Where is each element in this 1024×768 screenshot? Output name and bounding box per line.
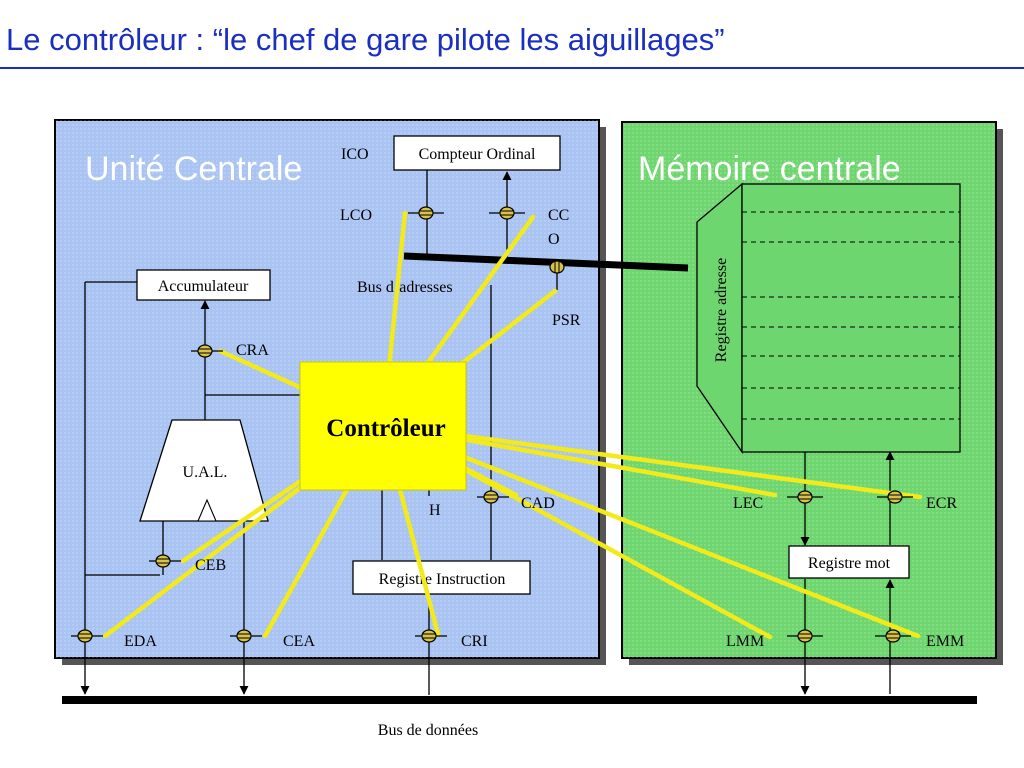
signal-lec: LEC [733,495,763,512]
cpu-title: Unité Centrale [85,150,302,188]
switch-cco [489,206,525,220]
controller-box [299,361,467,491]
signal-psr: PSR [552,312,581,329]
switch-cra [191,344,223,358]
data-bus-label: Bus de données [378,722,478,739]
slide-title: Le contrôleur : “le chef de gare pilote … [6,22,725,57]
accumulator-label: Accumulateur [158,278,249,295]
switch-lec [787,490,823,504]
switch-lmm [787,629,823,643]
controller-label: Contrôleur [326,415,445,442]
memory-title: Mémoire centrale [638,150,901,188]
word-register-label: Registre mot [808,555,891,572]
switch-eda [71,629,103,643]
word-register-box [788,545,910,579]
alu-input-marker [197,498,217,522]
signal-cad: CAD [521,495,555,512]
signal-h: H [429,502,441,519]
switches [71,206,913,643]
alu-shape [139,419,269,522]
switch-ecr [877,490,913,504]
signal-cco-line2: O [548,231,560,248]
signal-cra: CRA [236,342,269,359]
signal-lmm: LMM [726,633,764,650]
switch-cea [230,629,262,643]
address-bus [403,252,689,272]
switch-psr [549,260,565,274]
signal-cco-line1: CC [548,207,569,224]
switch-lco [408,206,444,220]
signal-ecr: ECR [926,495,957,512]
address-register-label: Registre adresse [713,258,730,362]
signal-emm: EMM [926,633,964,650]
switch-ceb [149,554,181,568]
alu-label: U.A.L. [183,464,228,481]
instruction-register-box [352,560,531,595]
signal-ceb: CEB [195,557,226,574]
accumulator-box [136,269,271,301]
memory-array [696,182,961,455]
instruction-register-label: Registre Instruction [379,571,506,588]
signal-ico: ICO [341,146,369,163]
signal-eda: EDA [124,633,157,650]
signal-cri: CRI [461,633,488,650]
program-counter-box [393,135,561,171]
program-counter-label: Compteur Ordinal [419,146,536,163]
title-underline [0,67,1024,69]
signal-lco: LCO [340,207,372,224]
switch-cad [477,490,509,504]
switch-emm [875,629,911,643]
switch-cri [415,629,447,643]
signal-cea: CEA [283,633,315,650]
address-bus-label: Bus d’adresses [357,279,453,296]
